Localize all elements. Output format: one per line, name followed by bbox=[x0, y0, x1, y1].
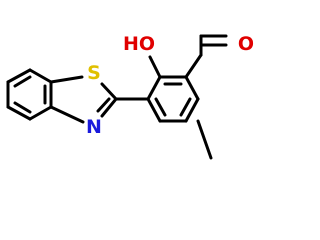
bond bbox=[100, 82, 118, 101]
benzothiazolyl-hydroxy-methylbenzaldehyde-structure: HO O S N bbox=[6, 33, 254, 160]
phenol-ring bbox=[146, 75, 200, 123]
bond-double-inner bbox=[13, 75, 32, 88]
atom-label-oxygen: O bbox=[238, 33, 254, 55]
thiazole-ring bbox=[49, 75, 118, 124]
bond bbox=[184, 75, 200, 101]
bond-double-inner bbox=[154, 97, 167, 117]
bond bbox=[49, 105, 85, 124]
bond bbox=[6, 105, 32, 121]
bond-methyl bbox=[196, 119, 213, 160]
bond bbox=[184, 97, 200, 123]
bond bbox=[184, 53, 203, 79]
atom-label-sulfur: S bbox=[87, 62, 101, 84]
atom-label-hydroxyl: HO bbox=[123, 33, 155, 55]
atom-label-nitrogen: N bbox=[86, 116, 102, 138]
bond bbox=[49, 75, 84, 84]
bond bbox=[28, 68, 53, 84]
bond bbox=[28, 105, 53, 121]
benzene-ring-fused bbox=[6, 68, 53, 121]
bond bbox=[6, 68, 32, 84]
bond-hydroxyl bbox=[148, 55, 162, 79]
bond-double-inner bbox=[13, 101, 32, 114]
aldehyde-group bbox=[184, 34, 228, 79]
bond-double-inner bbox=[96, 97, 111, 113]
bond bbox=[146, 97, 162, 123]
bond-double-inner bbox=[179, 97, 192, 117]
bond bbox=[146, 75, 162, 101]
bond bbox=[100, 97, 118, 118]
